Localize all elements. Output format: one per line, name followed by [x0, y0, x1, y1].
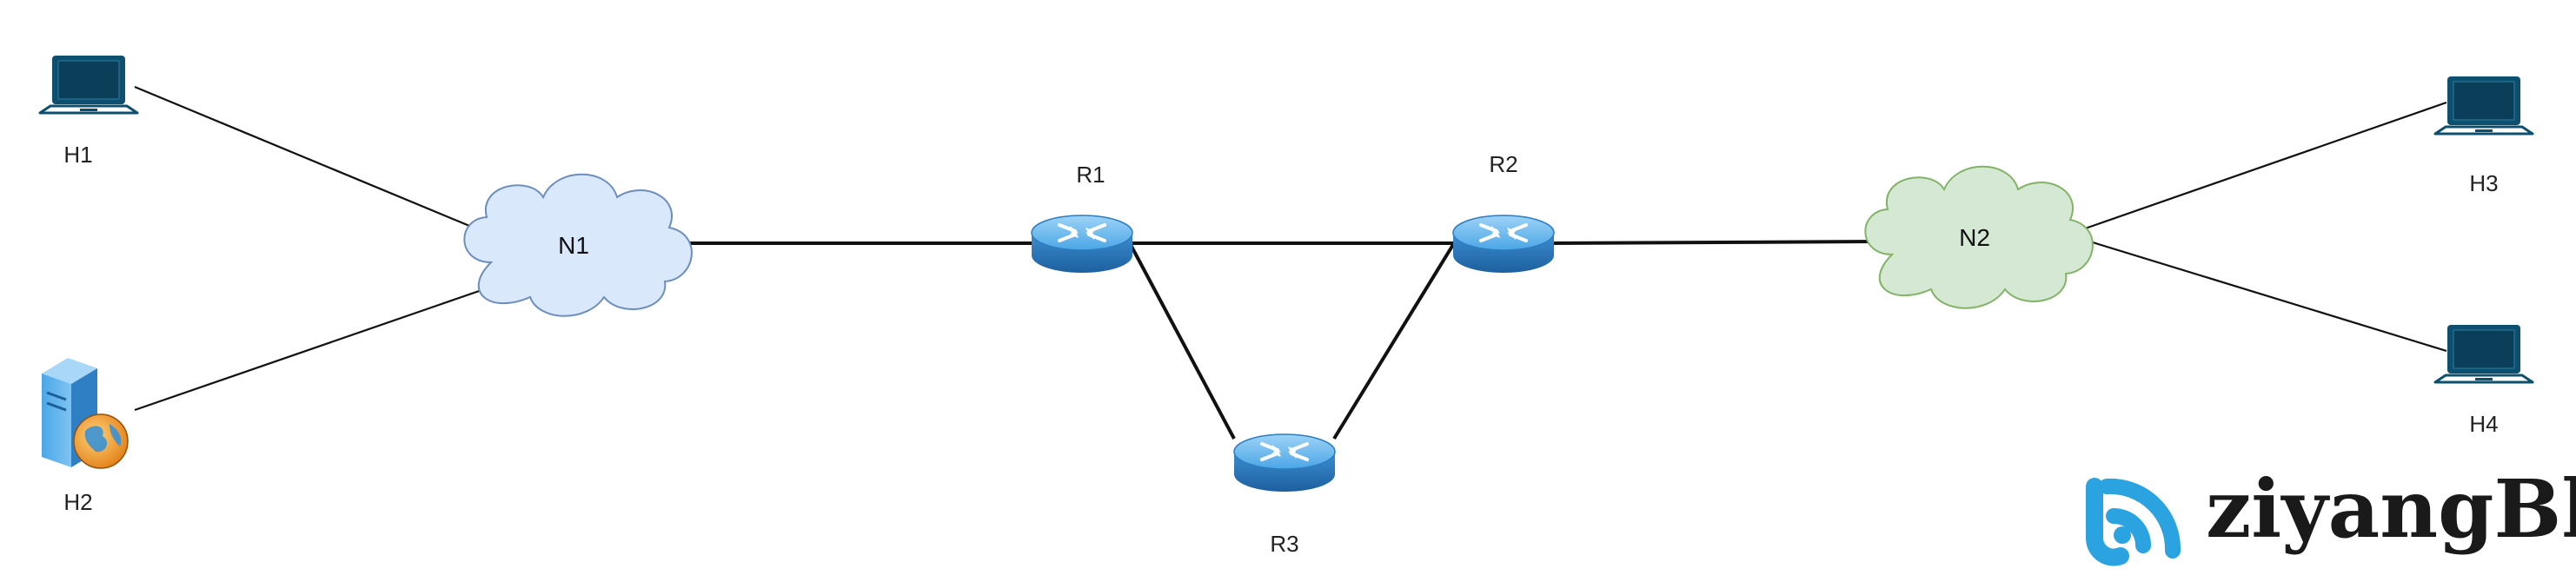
- link-r2-n2: [1550, 240, 1887, 245]
- network-n1-label: N1: [558, 232, 589, 259]
- link-n2-h3: [2072, 101, 2447, 235]
- laptop-icon: [2433, 323, 2534, 384]
- host-h1[interactable]: H1: [38, 54, 139, 168]
- watermark-text: ziyangBlog: [2206, 462, 2576, 556]
- laptop-icon: [2433, 75, 2534, 136]
- host-h1-label: H1: [63, 142, 92, 168]
- link-h2-n1: [134, 287, 488, 412]
- router-r3[interactable]: R3: [1232, 433, 1337, 557]
- links: [134, 85, 2447, 440]
- host-h3[interactable]: H3: [2433, 75, 2534, 196]
- link-h1-n1: [134, 85, 475, 229]
- router-r2-label: R2: [1489, 151, 1517, 177]
- network-n2-label: N2: [1959, 224, 1990, 251]
- link-r1-r3: [1128, 242, 1236, 440]
- router-icon: [1232, 433, 1337, 493]
- router-r1-label: R1: [1076, 162, 1105, 188]
- host-h3-label: H3: [2469, 170, 2498, 196]
- router-icon: [1451, 214, 1556, 274]
- network-n2[interactable]: N2: [1864, 165, 2094, 309]
- router-icon: [1030, 214, 1134, 274]
- link-r3-r2: [1332, 241, 1456, 440]
- web-server-icon: [42, 358, 129, 469]
- host-h4-label: H4: [2469, 411, 2498, 437]
- signal-icon: [2086, 478, 2181, 566]
- router-r1[interactable]: R1: [1030, 162, 1134, 274]
- link-n2-h4: [2072, 235, 2447, 353]
- host-h2-label: H2: [63, 489, 92, 515]
- router-r2[interactable]: R2: [1451, 151, 1556, 274]
- host-h2[interactable]: H2: [42, 358, 129, 515]
- laptop-icon: [38, 54, 139, 115]
- router-r3-label: R3: [1270, 531, 1298, 557]
- watermark: ziyangBlog: [2086, 462, 2576, 566]
- host-h4[interactable]: H4: [2433, 323, 2534, 437]
- network-n1[interactable]: N1: [463, 173, 693, 317]
